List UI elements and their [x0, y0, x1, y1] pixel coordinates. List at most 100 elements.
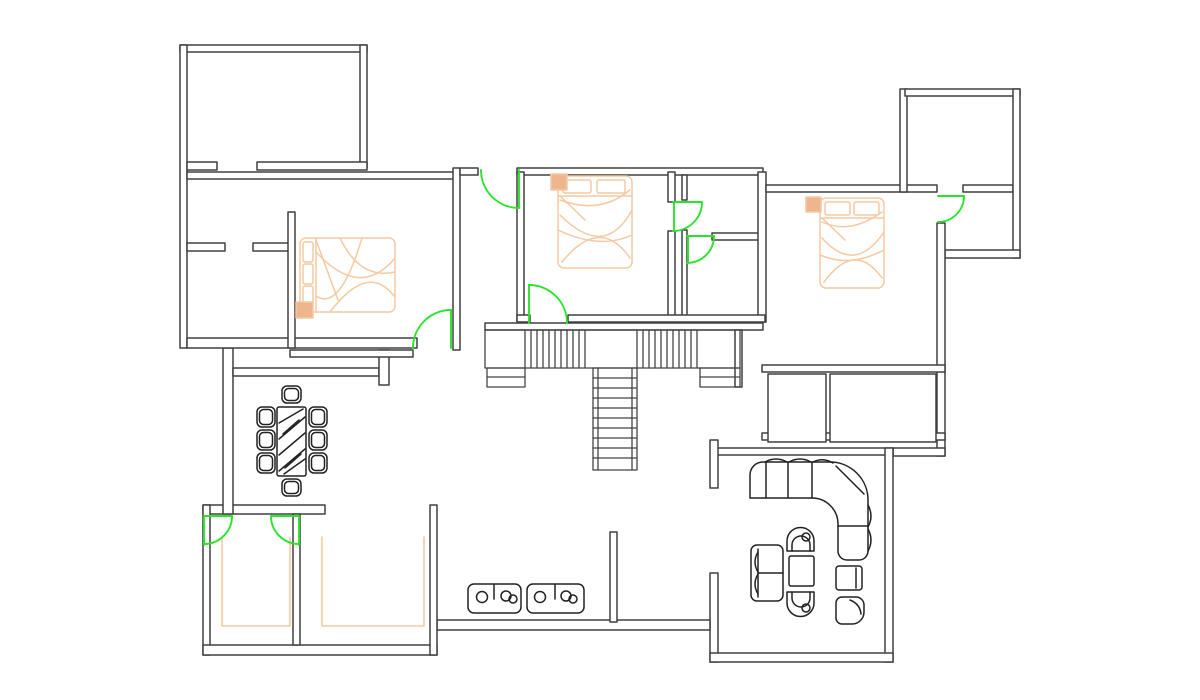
- loveseat-small: [467, 583, 522, 614]
- wall: [567, 314, 766, 323]
- wall: [709, 572, 719, 663]
- dining-set-layer-shape: [283, 458, 306, 475]
- wall: [179, 44, 368, 53]
- beds-layer-shape: [339, 237, 396, 274]
- wall: [252, 242, 293, 252]
- wall: [222, 347, 234, 515]
- wall: [757, 171, 767, 323]
- wall: [186, 242, 226, 252]
- wall: [516, 314, 531, 323]
- dining-set-layer-shape: [278, 448, 306, 472]
- stair-run-down: [592, 367, 638, 471]
- kitchen-counter-left: [221, 536, 291, 627]
- dining-chair: [308, 429, 328, 451]
- living-set-layer: [749, 458, 872, 625]
- wall: [667, 230, 676, 319]
- wall: [289, 349, 414, 358]
- beds-layer-shape: [821, 217, 846, 241]
- wall: [709, 652, 894, 663]
- wall: [681, 174, 688, 201]
- dining-chair: [256, 406, 276, 428]
- loveseats-layer-shape: [508, 594, 518, 604]
- beds-layer-shape: [302, 263, 314, 285]
- wall: [904, 88, 1021, 97]
- dining-set-layer-shape: [278, 408, 304, 424]
- bed-left: [299, 237, 396, 313]
- loveseat-small: [526, 583, 585, 614]
- dining-chair: [308, 406, 328, 428]
- beds-layer-shape: [596, 179, 626, 194]
- wall: [609, 531, 618, 623]
- wall: [459, 167, 479, 176]
- wall: [359, 44, 368, 169]
- living-set-layer-shape: [812, 459, 834, 464]
- beds-layer-shape: [559, 195, 586, 221]
- corner-chair: [835, 596, 865, 625]
- wall: [892, 447, 946, 457]
- living-set-layer-shape: [754, 551, 759, 573]
- beds-layer-shape: [819, 249, 885, 262]
- wall: [711, 232, 764, 241]
- doors-layer-shape: [937, 195, 965, 223]
- wall: [186, 337, 418, 349]
- wall: [452, 167, 461, 351]
- storage-closet: [829, 373, 937, 443]
- doors-layer-shape: [528, 284, 568, 324]
- wall: [186, 171, 458, 180]
- side-chair: [835, 565, 863, 591]
- sectional-sofa: [749, 461, 869, 561]
- dining-chair: [256, 452, 276, 474]
- beds-layer-shape: [823, 259, 883, 283]
- stair-flight-band: [484, 329, 741, 369]
- beds-layer-shape: [821, 211, 883, 228]
- wall: [186, 161, 218, 171]
- wall: [429, 504, 438, 656]
- beds-layer-shape: [302, 241, 314, 263]
- doors-layer-shape: [270, 515, 300, 545]
- wall: [484, 322, 764, 331]
- loveseats-layer: [467, 583, 585, 614]
- doors-layer-shape: [672, 201, 703, 232]
- wall: [761, 364, 946, 373]
- living-set-layer-shape: [788, 458, 812, 463]
- beds-layer-shape: [315, 251, 396, 279]
- wall: [232, 367, 380, 377]
- beds-layer: [295, 173, 885, 319]
- wall: [292, 513, 301, 646]
- nightstand: [550, 173, 568, 191]
- beds-layer-shape: [561, 236, 631, 263]
- loveseats-layer-shape: [568, 594, 578, 604]
- wall: [256, 161, 368, 171]
- dining-set-layer-shape: [283, 387, 300, 402]
- dining-table: [276, 406, 307, 477]
- dining-chair: [281, 478, 302, 497]
- beds-layer-shape: [824, 201, 851, 216]
- wall: [709, 439, 719, 489]
- wall: [944, 249, 1021, 259]
- dining-set-layer-shape: [258, 431, 274, 449]
- living-set-layer-shape: [801, 603, 811, 613]
- living-set-layer-shape: [754, 573, 759, 595]
- nightstand: [295, 301, 314, 319]
- living-set-layer-shape: [791, 535, 811, 552]
- loveseats-layer-shape: [533, 590, 547, 604]
- dining-set-layer-shape: [278, 432, 306, 456]
- doors-layer-shape: [686, 235, 715, 264]
- storage-closet: [767, 373, 827, 443]
- dining-set-layer-shape: [258, 408, 274, 426]
- wall: [899, 88, 908, 193]
- wall: [1012, 88, 1021, 259]
- wall: [179, 44, 188, 349]
- beds-layer-shape: [329, 281, 395, 313]
- living-set-layer-shape: [764, 458, 788, 463]
- dining-set-layer-shape: [283, 480, 300, 495]
- living-set-layer-shape: [867, 528, 872, 552]
- wall: [681, 229, 688, 319]
- wall: [884, 447, 894, 663]
- dining-set-layer-shape: [258, 454, 274, 472]
- dining-set-layer-shape: [284, 453, 302, 469]
- kitchen-counter-right: [321, 536, 425, 627]
- doors-layer-shape: [412, 309, 452, 349]
- bed-right: [819, 197, 885, 289]
